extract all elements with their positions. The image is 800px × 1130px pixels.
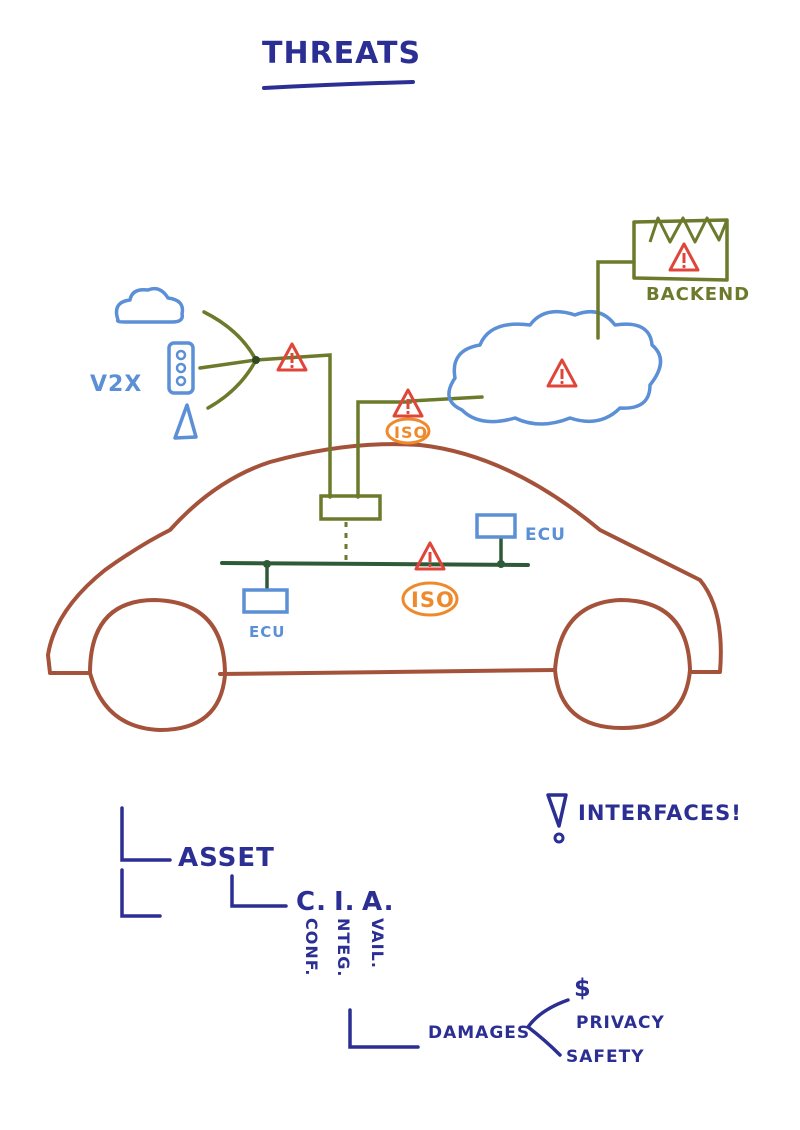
iso-badge-bus xyxy=(401,581,459,617)
cloud-icon xyxy=(114,286,185,324)
ecu-right-box xyxy=(475,513,517,539)
iso-label-bus: ISO xyxy=(411,588,455,612)
cloud-link xyxy=(356,395,484,499)
warning-icon-cloud xyxy=(546,358,578,388)
internet-cloud xyxy=(447,309,663,426)
conf-label: CONF. xyxy=(302,918,321,976)
front-wheel-arch xyxy=(87,597,228,733)
cia-a: A. xyxy=(362,887,394,917)
damages-label: DAMAGES xyxy=(428,1023,530,1043)
outcome-privacy: PRIVACY xyxy=(576,1013,665,1033)
car-outline xyxy=(46,442,723,676)
traffic-light-icon xyxy=(167,341,195,395)
cia-c: C. xyxy=(296,887,327,917)
rear-wheel-arch xyxy=(552,597,693,731)
v2x-label: V2X xyxy=(90,372,142,397)
cia-i: I. xyxy=(334,887,356,917)
title-underline xyxy=(262,80,415,90)
ecu-left-box xyxy=(242,588,289,614)
warning-icon-backend xyxy=(668,242,700,272)
backend-flames xyxy=(648,216,729,244)
page-title: THREATS xyxy=(262,36,421,71)
ecu-right-label: ECU xyxy=(525,525,566,545)
interfaces-label: INTERFACES! xyxy=(578,801,742,825)
outcome-dollar: $ xyxy=(574,974,592,1002)
telematics-unit xyxy=(319,494,382,521)
avail-label: VAIL. xyxy=(368,918,387,969)
can-bus xyxy=(220,561,530,567)
iso-label-top: ISO xyxy=(394,423,428,442)
integ-label: NTEG. xyxy=(334,918,353,977)
v2x-antenna xyxy=(198,310,332,499)
exclamation-icon xyxy=(546,793,568,844)
asset-label: ASSET xyxy=(178,843,275,873)
ecu-left-label: ECU xyxy=(249,623,285,641)
iso-badge-top xyxy=(385,417,431,445)
road-sign-icon xyxy=(173,403,198,440)
hierarchy-tree-lines xyxy=(120,806,570,1057)
antenna-node xyxy=(252,356,260,364)
backend-link xyxy=(596,260,636,340)
backend-label: BACKEND xyxy=(646,284,750,305)
outcome-safety: SAFETY xyxy=(566,1047,645,1067)
